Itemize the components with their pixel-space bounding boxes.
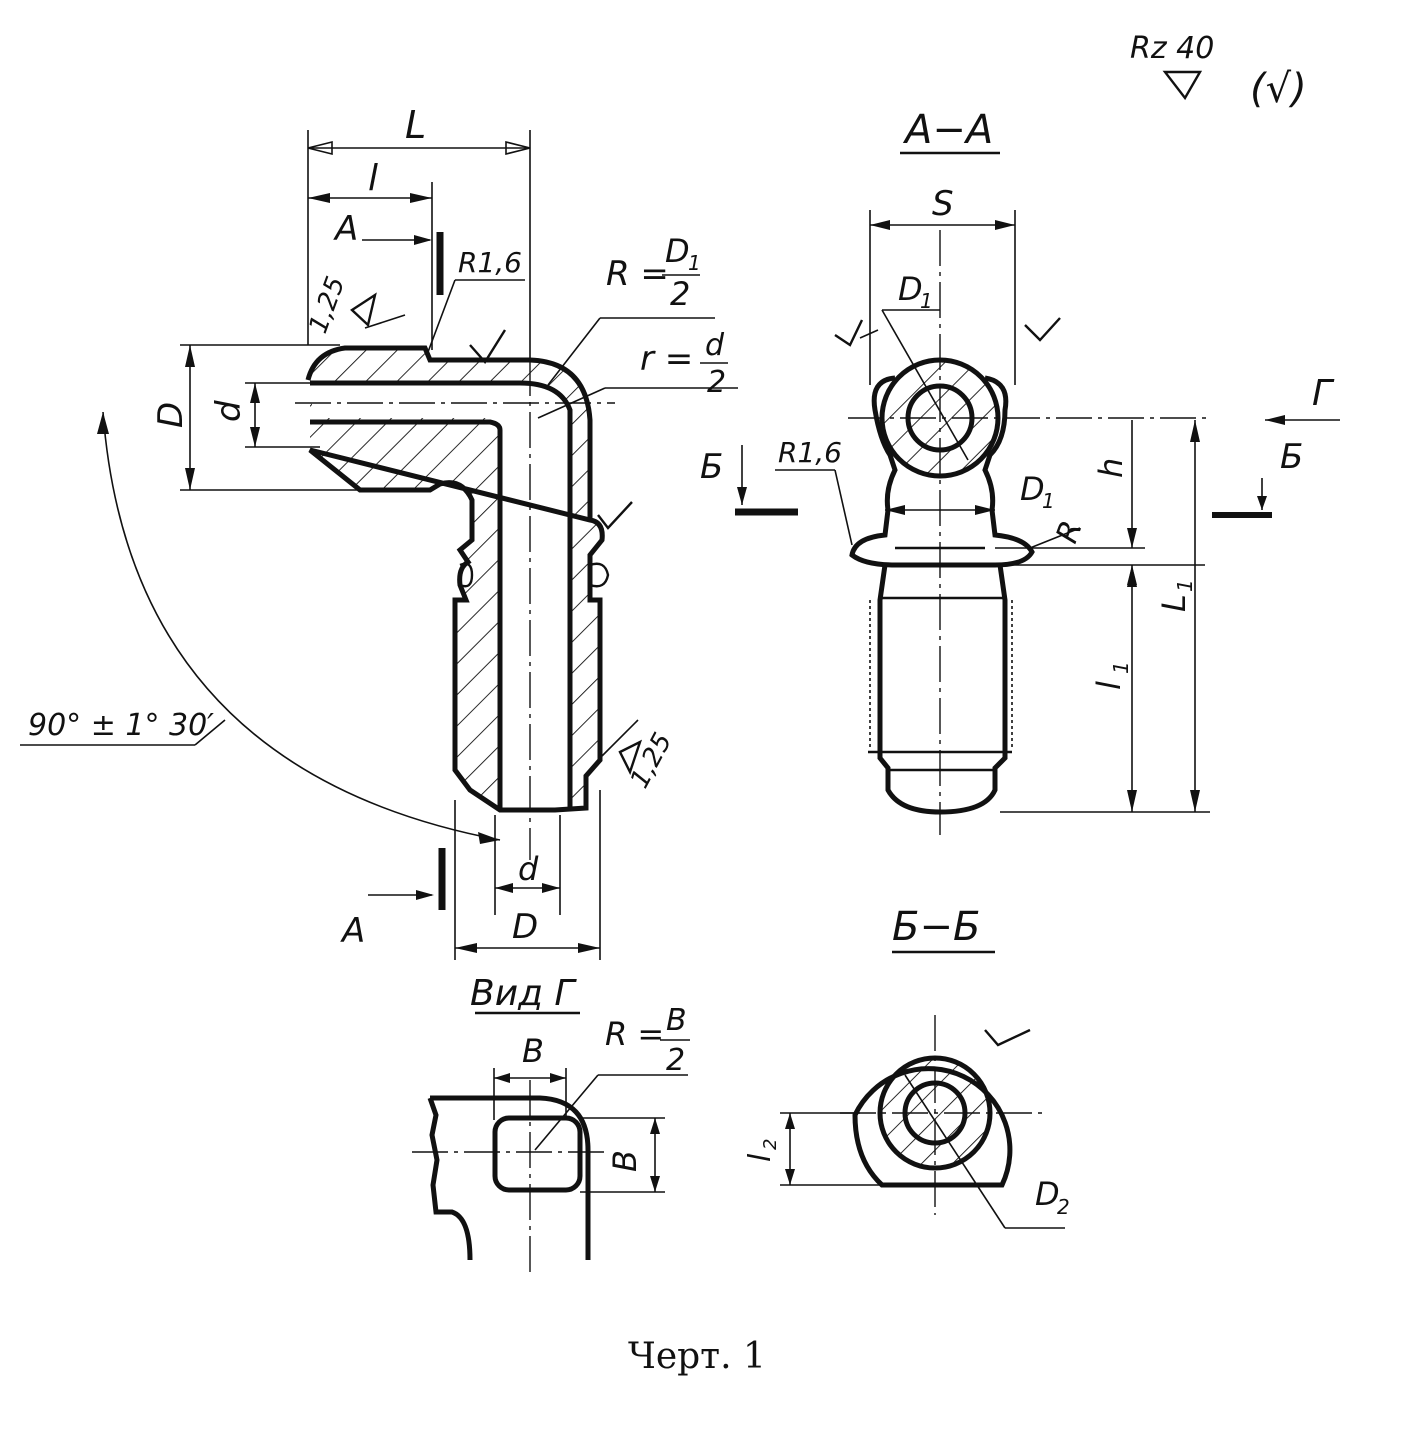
finish-triangle-icon	[1162, 70, 1203, 101]
svg-text:1: 1	[1109, 661, 1133, 674]
svg-text:1: 1	[1173, 579, 1197, 592]
general-finish-mark: (√)	[1250, 66, 1307, 112]
section-bb: Б−Б D 2 l 2	[743, 904, 1070, 1229]
cut-B-right-letter: Б	[1280, 437, 1303, 477]
aa-dim-l1: l	[1090, 681, 1128, 690]
view-g-B-top: B	[522, 1032, 544, 1070]
svg-text:2: 2	[760, 1139, 781, 1150]
dim-d-left: d	[209, 400, 249, 422]
svg-text:1: 1	[1042, 489, 1055, 513]
groove-left	[459, 562, 474, 588]
surface-finish-mark: Rz 40 (√)	[1130, 31, 1307, 112]
R-outer-den: 2	[670, 275, 690, 313]
view-g-square-bore	[492, 1115, 583, 1193]
R-outer-num: D	[665, 232, 690, 270]
dim-D-left: D	[151, 402, 191, 428]
view-g-R-den: 2	[666, 1043, 685, 1078]
cut-A-top-letter: А	[333, 209, 358, 249]
dim-l: l	[368, 158, 378, 199]
dim-D-bottom: D	[512, 907, 538, 947]
groove-right	[589, 562, 610, 588]
dim-d-bottom: d	[518, 850, 539, 888]
bore-outline	[310, 380, 573, 810]
aa-head-outline	[849, 375, 1035, 568]
fillet-R16: R1,6	[458, 246, 522, 279]
svg-text:2: 2	[1057, 1195, 1070, 1219]
bb-dim-l2: l	[743, 1153, 778, 1162]
finish-check-right-icon	[597, 501, 633, 530]
section-aa: А−А S D 1 D 1	[700, 107, 1340, 835]
R-outer-lhs: R =	[606, 254, 669, 294]
angle-tolerance: 90° ± 1° 30′	[28, 708, 214, 743]
section-aa-title: А−А	[902, 107, 993, 153]
aa-dim-h: h	[1092, 458, 1130, 478]
aa-dim-L1: L	[1155, 594, 1193, 612]
cut-A-bottom-letter: А	[340, 911, 365, 951]
finish-triangle-top-icon	[350, 292, 377, 328]
roughness-label: Rz 40	[1130, 31, 1214, 66]
view-g-R-num: B	[666, 1003, 687, 1038]
r-inner-num: d	[705, 328, 725, 363]
finish-check-top-icon	[469, 329, 507, 365]
dim-L: L	[405, 103, 426, 147]
elbow-bore	[312, 385, 568, 810]
figure-caption: Черт. 1	[628, 1336, 766, 1377]
svg-text:1: 1	[920, 289, 933, 313]
view-g-R-lhs: R =	[605, 1015, 664, 1053]
cut-B-left-letter: Б	[700, 447, 723, 487]
r-inner-den: 2	[707, 365, 726, 400]
r-inner-lhs: r =	[640, 339, 693, 379]
main-elbow-view	[295, 345, 615, 860]
aa-finish-left-icon	[834, 319, 864, 347]
aa-dim-S: S	[932, 184, 954, 224]
finish-triangle-bottom-icon	[618, 739, 643, 776]
finish-125-top: 1,25	[303, 273, 351, 338]
angle-arc	[102, 411, 501, 841]
view-g-B-right: B	[606, 1150, 644, 1172]
section-bb-title: Б−Б	[892, 904, 980, 950]
bb-finish-icon	[984, 1028, 1031, 1047]
bb-D2: D	[1035, 1175, 1060, 1213]
aa-D1-top: D	[898, 270, 923, 308]
view-g-outline	[427, 1095, 591, 1261]
view-g: Вид Г B B R = B 2	[412, 973, 690, 1275]
R-outer-sub: 1	[688, 251, 701, 275]
aa-D1-mid: D	[1020, 470, 1045, 508]
main-dimensions: L l D d D d R1,6 R = D 1	[20, 103, 738, 960]
aa-fillet-R16: R1,6	[778, 436, 842, 469]
aa-shank-outline	[877, 564, 1008, 815]
aa-finish-right-icon	[1024, 317, 1061, 342]
cut-G-letter: Г	[1312, 373, 1335, 414]
view-g-title: Вид Г	[470, 973, 577, 1014]
